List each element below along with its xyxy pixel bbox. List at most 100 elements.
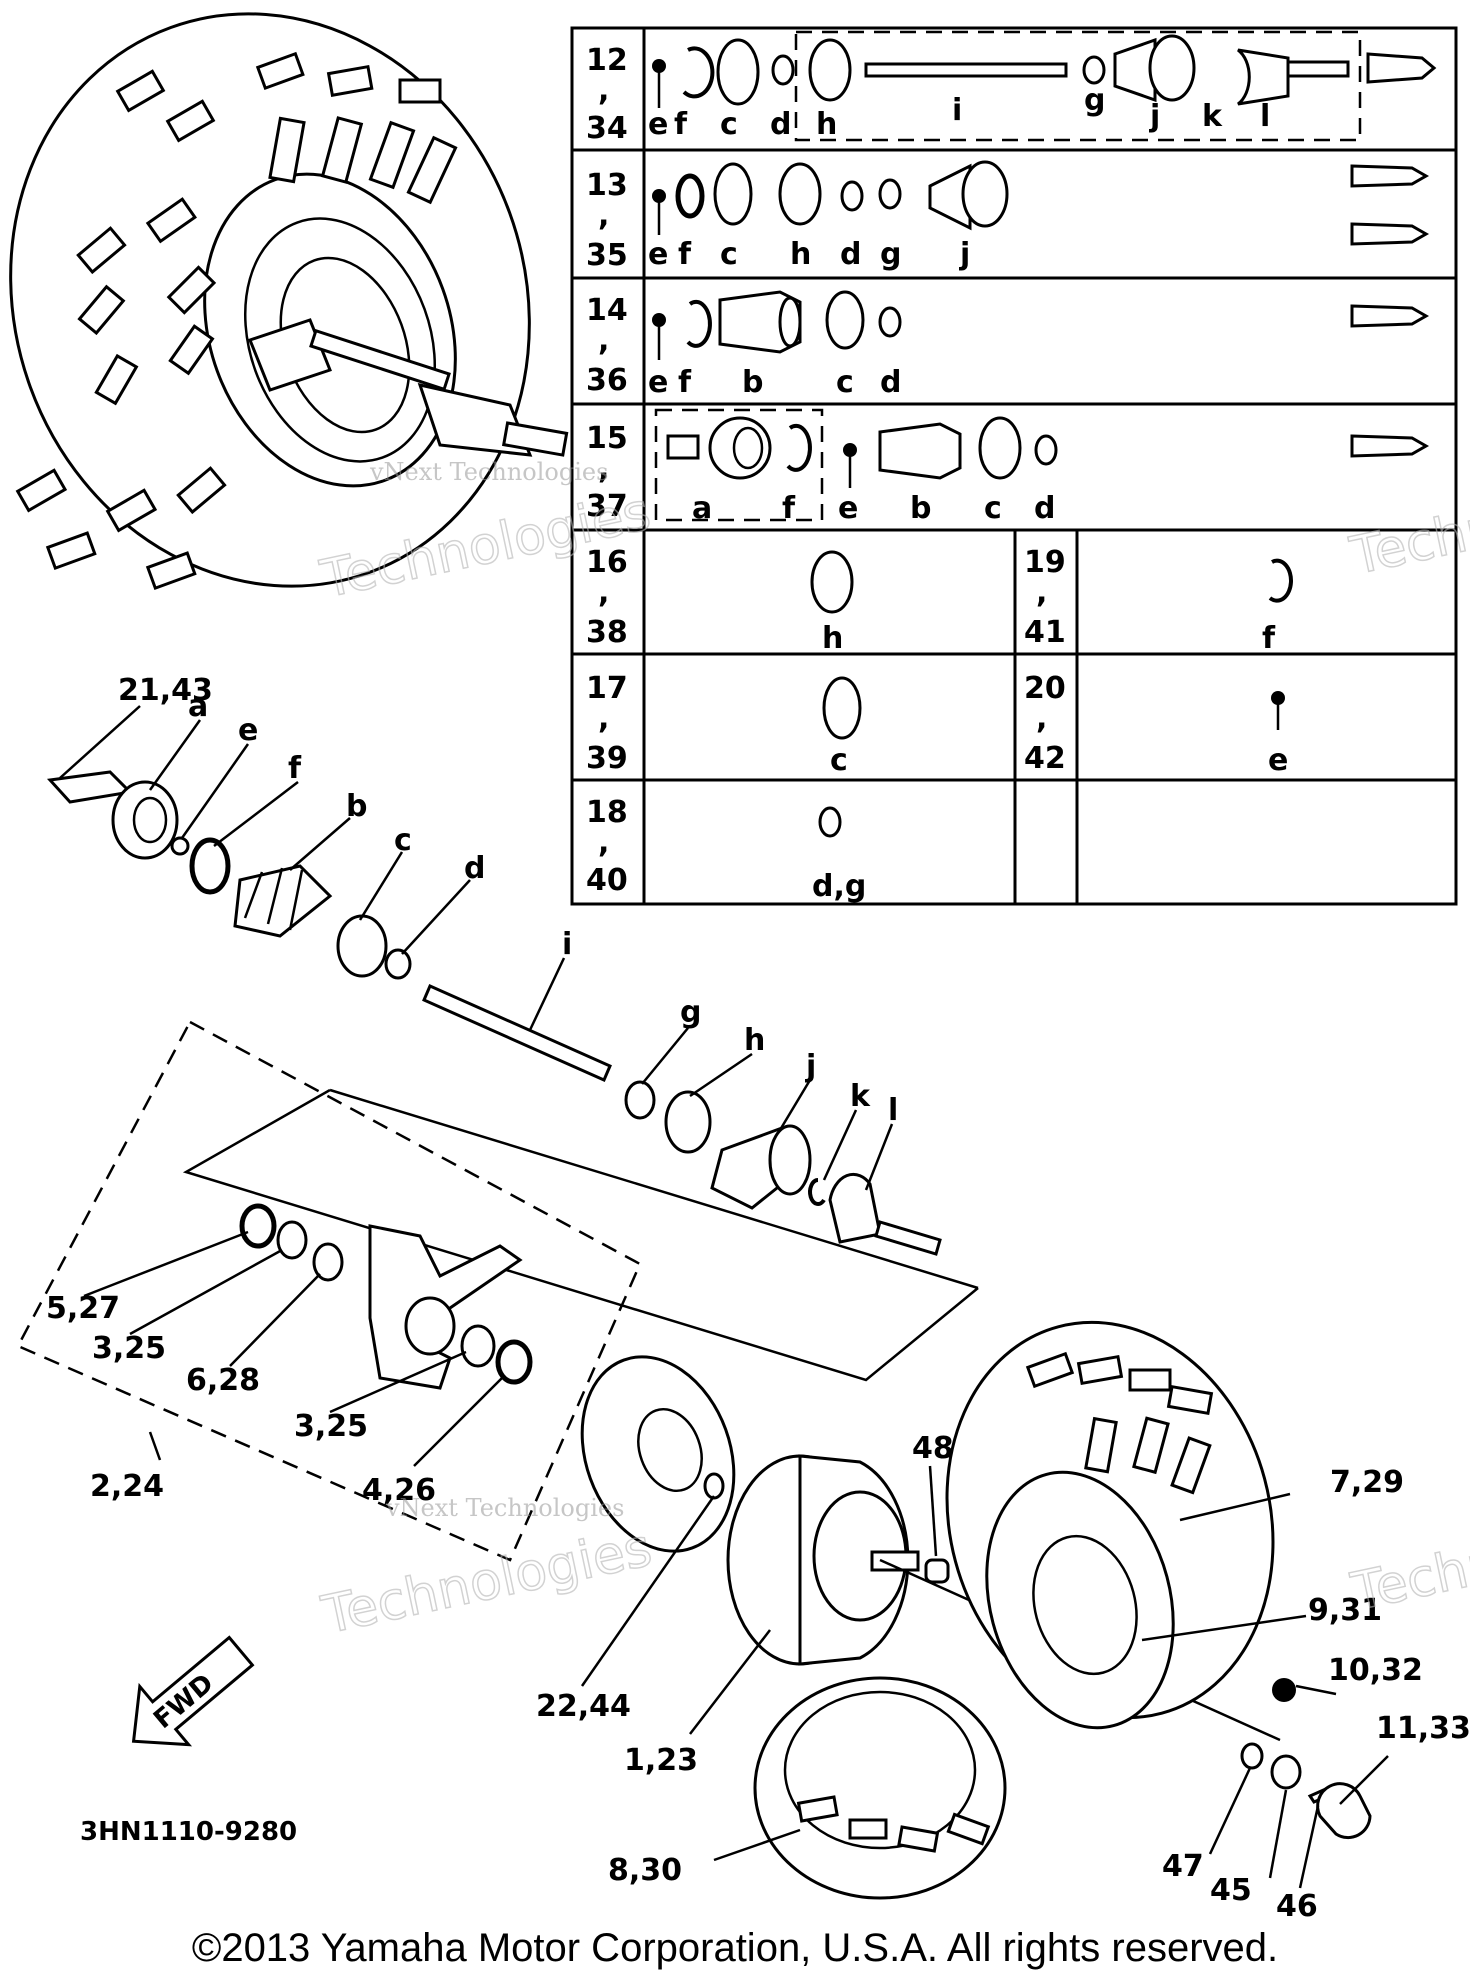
svg-text:,: , (598, 73, 609, 108)
callout-h: h (744, 1023, 765, 1058)
callout-g: g (680, 995, 701, 1030)
callout-9-31: 9,31 (1308, 1593, 1382, 1628)
row-15-parts: a f e b c d (654, 408, 1430, 526)
callout-21-43: 21,43 (118, 673, 213, 708)
row-14-letter-b: b (742, 365, 763, 400)
callout-b: b (346, 789, 367, 824)
callout-4-26: 4,26 (362, 1473, 436, 1508)
row-13-letter-j: j (959, 237, 970, 272)
row-12-letter-l: l (1260, 99, 1270, 134)
callout-5-27: 5,27 (46, 1291, 120, 1326)
callout-22-44: 22,44 (536, 1689, 631, 1724)
row-15-letter-f: f (782, 491, 796, 526)
diagram-code: 3HN1110-9280 (80, 1817, 297, 1847)
svg-text:Technologies: Technologies (1345, 459, 1470, 587)
row-13-letter-d: d (840, 237, 861, 272)
row-17-letter-c: c (830, 743, 848, 778)
row-19-letter-f: f (1262, 621, 1276, 656)
row-13-letter-c: c (720, 237, 738, 272)
row-13-letter-f: f (678, 237, 692, 272)
row-14-letter-e: e (648, 365, 668, 400)
row-15-letter-d: d (1034, 491, 1055, 526)
row-14-letter-d: d (880, 365, 901, 400)
row-16-letter-h: h (822, 621, 843, 656)
table-row-17-top: 17 (586, 671, 628, 706)
callout-f: f (288, 751, 302, 786)
row-12-letter-d: d (770, 107, 791, 142)
callout-47: 47 (1162, 1849, 1204, 1884)
watermark: vNext Technologies Technologies vNext Te… (315, 458, 1470, 1647)
parts-table: 12 , 34 13 , 35 14 , 36 15 , 37 16 , 38 … (570, 26, 1458, 906)
callout-11-33: 11,33 (1376, 1711, 1470, 1746)
table-row-15-top: 15 (586, 421, 628, 456)
svg-text:,: , (1036, 701, 1047, 736)
row-12-letter-j: j (1149, 99, 1160, 134)
table-row-12-bottom: 34 (586, 111, 628, 146)
row-12-parts: e f c d h i g j k l (648, 30, 1437, 142)
table-row-13-bottom: 35 (586, 238, 628, 273)
svg-text:,: , (598, 701, 609, 736)
exploded-driveshaft (46, 705, 942, 1256)
callout-c: c (394, 823, 412, 858)
callout-e: e (238, 713, 258, 748)
table-row-16-top: 16 (586, 545, 628, 580)
table-row-13-top: 13 (586, 168, 628, 203)
row-13-letter-e: e (648, 237, 668, 272)
callout-10-32: 10,32 (1328, 1653, 1423, 1688)
copyright-notice: ©2013 Yamaha Motor Corporation, U.S.A. A… (191, 1926, 1279, 1970)
callout-7-29: 7,29 (1330, 1465, 1404, 1500)
callout-i: i (562, 927, 572, 962)
table-row-14-bottom: 36 (586, 363, 628, 398)
row-12-letter-h: h (816, 107, 837, 142)
mini-row-parts: h f c e d,g (810, 550, 1293, 904)
callout-46: 46 (1276, 1889, 1318, 1924)
callout-j: j (805, 1049, 816, 1084)
row-12-letter-g: g (1084, 83, 1105, 118)
table-row-17-bottom: 39 (586, 741, 628, 776)
row-14-letter-c: c (836, 365, 854, 400)
table-row-12-top: 12 (586, 43, 628, 78)
row-12-letter-e: e (648, 107, 668, 142)
row-15-letter-a: a (692, 491, 712, 526)
table-row-19-bottom: 41 (1024, 615, 1066, 650)
svg-text:vNext Technologies: vNext Technologies (369, 458, 608, 486)
svg-text:,: , (598, 825, 609, 860)
callout-3-25b: 3,25 (294, 1409, 368, 1444)
table-row-20-top: 20 (1024, 671, 1066, 706)
table-row-20-bottom: 42 (1024, 741, 1066, 776)
row-13-letter-g: g (880, 237, 901, 272)
fwd-arrow-icon: FWD (131, 1635, 255, 1747)
table-row-14-top: 14 (586, 293, 628, 328)
row-12-letter-c: c (720, 107, 738, 142)
callout-48: 48 (912, 1431, 954, 1466)
top-wheel-assembly (9, 12, 569, 591)
table-row-16-bottom: 38 (586, 615, 628, 650)
callout-1-23: 1,23 (624, 1743, 698, 1778)
row-12-letter-k: k (1202, 99, 1223, 134)
row-12-letter-f: f (674, 107, 688, 142)
row-15-letter-c: c (984, 491, 1002, 526)
row-13-letter-h: h (790, 237, 811, 272)
row-15-letter-e: e (838, 491, 858, 526)
row-12-letter-i: i (952, 93, 962, 128)
table-row-15-bottom: 37 (586, 489, 628, 524)
callout-a: a (188, 689, 208, 724)
callout-l: l (888, 1093, 898, 1128)
svg-text:Technologies: Technologies (317, 1518, 657, 1646)
table-row-19-top: 19 (1024, 545, 1066, 580)
hub-and-wheel (580, 1320, 1389, 1900)
svg-text:,: , (598, 575, 609, 610)
svg-text:,: , (598, 198, 609, 233)
table-row-18-bottom: 40 (586, 863, 628, 898)
svg-text:,: , (1036, 575, 1047, 610)
row-14-parts: e f b c d (648, 290, 1430, 400)
knuckle-assembly (16, 1020, 979, 1562)
callout-3-25a: 3,25 (92, 1331, 166, 1366)
table-row-18-top: 18 (586, 795, 628, 830)
svg-text:vNext Technologies: vNext Technologies (385, 1494, 624, 1522)
row-20-letter-e: e (1268, 743, 1288, 778)
callout-8-30: 8,30 (608, 1853, 682, 1888)
callout-45: 45 (1210, 1873, 1252, 1908)
callout-k: k (850, 1079, 871, 1114)
